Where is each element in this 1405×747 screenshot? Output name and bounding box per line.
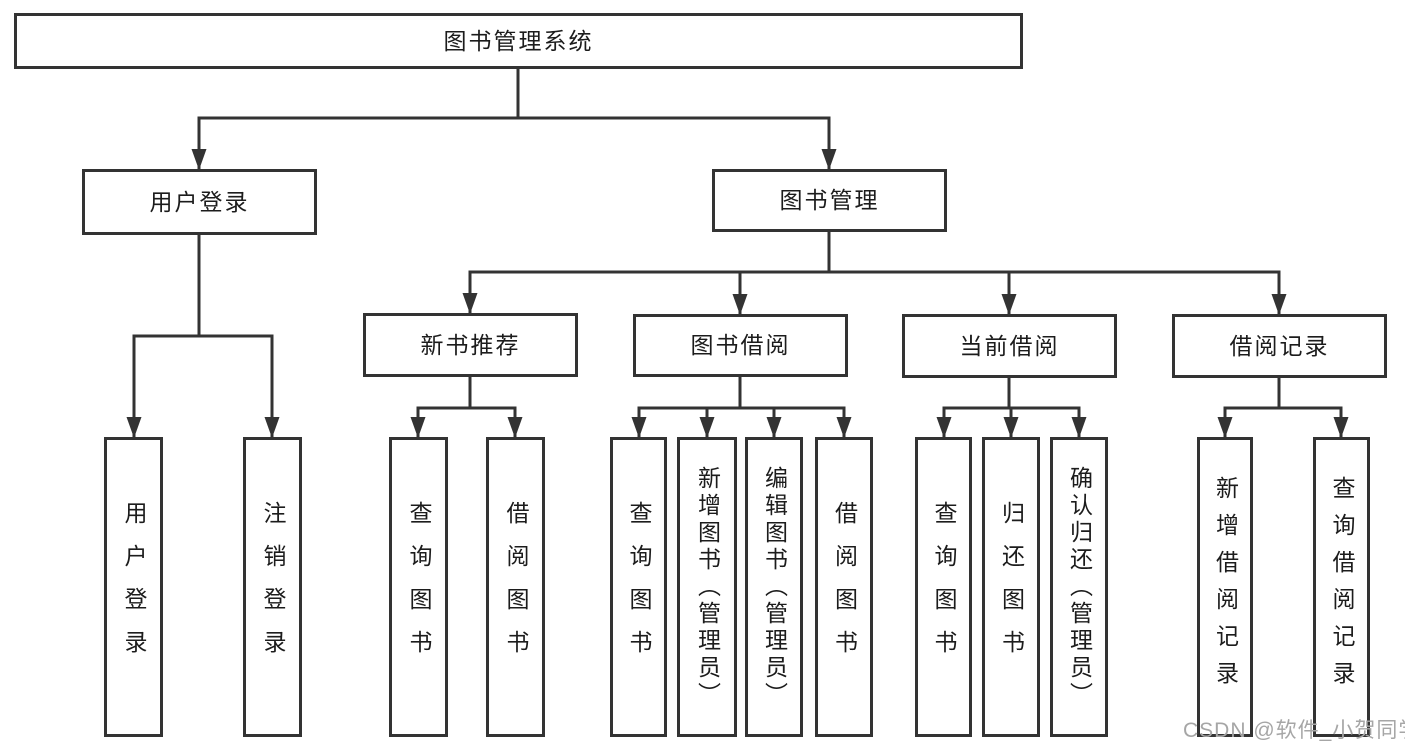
node-leaf-user-login: 用户登录 [104,437,163,737]
node-leaf-query-books-3: 查询图书 [915,437,972,737]
node-new-book-recommend: 新书推荐 [363,313,578,377]
node-leaf-borrow-books-2: 借阅图书 [815,437,873,737]
node-current-borrow: 当前借阅 [902,314,1117,378]
node-leaf-add-books-admin: 新增图书（管理员） [677,437,737,737]
node-leaf-query-books-1: 查询图书 [389,437,448,737]
node-book-management: 图书管理 [712,169,947,232]
node-leaf-borrow-books-1: 借阅图书 [486,437,545,737]
node-leaf-add-borrow-record: 新增借阅记录 [1197,437,1253,737]
node-leaf-return-books: 归还图书 [982,437,1040,737]
node-root-library-system: 图书管理系统 [14,13,1023,69]
node-leaf-logout: 注销登录 [243,437,302,737]
node-leaf-query-books-2: 查询图书 [610,437,667,737]
node-leaf-confirm-return-admin: 确认归还（管理员） [1050,437,1108,737]
node-leaf-query-borrow-record: 查询借阅记录 [1313,437,1370,737]
node-leaf-edit-books-admin: 编辑图书（管理员） [745,437,803,737]
node-book-borrow: 图书借阅 [633,314,848,377]
node-borrow-records: 借阅记录 [1172,314,1387,378]
csdn-watermark: CSDN @软件_小贺同学 [1183,719,1405,742]
node-user-login: 用户登录 [82,169,317,235]
